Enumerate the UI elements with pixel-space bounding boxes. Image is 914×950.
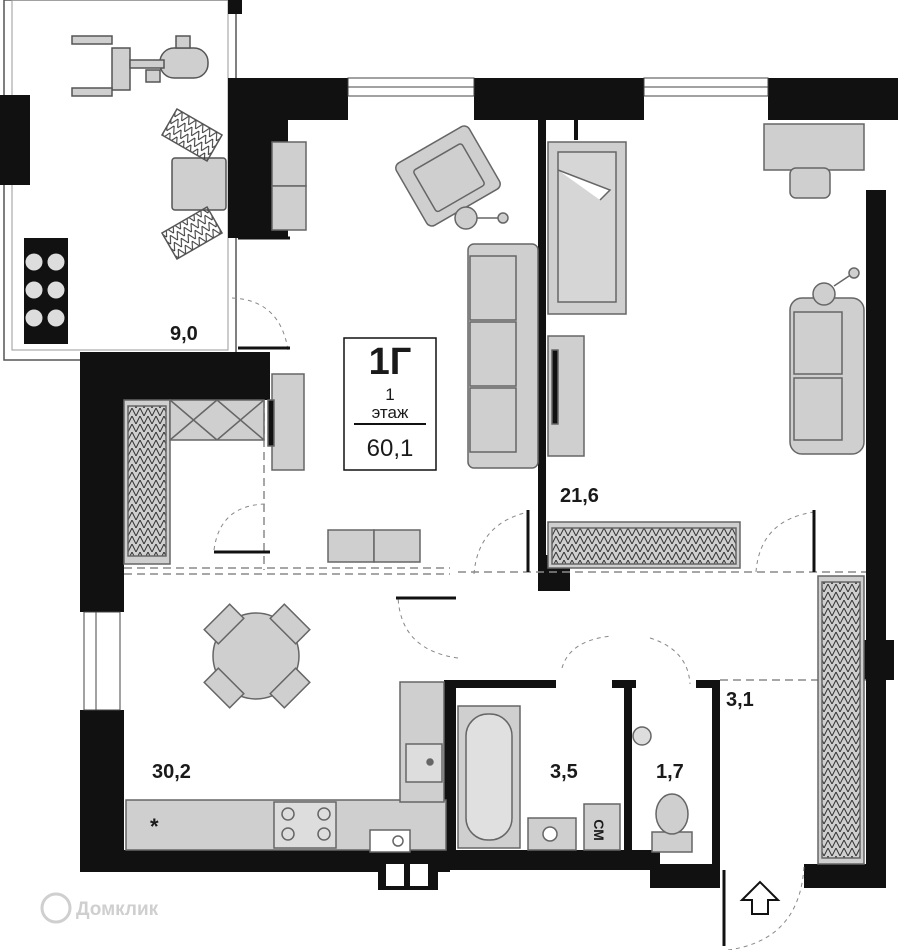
windows [83, 77, 769, 711]
balcony-plant-rug [24, 238, 68, 344]
entry-box [378, 858, 438, 890]
washer-label: СМ [591, 819, 607, 841]
room-area-living: 21,6 [560, 485, 599, 507]
plan-info-box: 1Г 1 этаж 60,1 [343, 337, 437, 471]
doors [214, 236, 816, 946]
dining-table [203, 603, 311, 709]
room-area-hall: 3,1 [726, 689, 754, 711]
watermark-text: Домклик [76, 899, 159, 920]
bathtub [457, 705, 521, 849]
walls [80, 78, 898, 888]
sofa-right [789, 267, 865, 455]
desk [763, 123, 865, 199]
kitchen-bench [327, 529, 421, 563]
armchair [395, 125, 509, 230]
entrance-arrow-icon [739, 880, 781, 915]
room-area-bathroom: 3,5 [550, 761, 578, 783]
door-swings [213, 297, 815, 950]
balcony-table-set [160, 107, 227, 261]
wardrobe-top [271, 141, 307, 231]
exercise-bike [71, 35, 209, 97]
kitchen-counter [125, 681, 447, 853]
tv-stand [267, 335, 585, 471]
watermark: Домклик [40, 892, 159, 924]
bed [547, 141, 627, 315]
sofa-left [467, 243, 539, 469]
room-area-kitchen: 30,2 [152, 761, 191, 783]
total-area: 60,1 [367, 435, 414, 462]
apartment-type: 1Г [369, 341, 412, 383]
wardrobe-hatched [123, 399, 865, 865]
washing-machine [583, 803, 621, 851]
room-area-toilet: 1,7 [656, 761, 684, 783]
fridge-mark: * [150, 814, 159, 839]
bath-sink [527, 817, 577, 851]
toilet [632, 726, 693, 853]
floor-word: этаж [372, 403, 409, 422]
room-area-balcony: 9,0 [170, 323, 198, 345]
floor-number: 1 [385, 385, 394, 404]
